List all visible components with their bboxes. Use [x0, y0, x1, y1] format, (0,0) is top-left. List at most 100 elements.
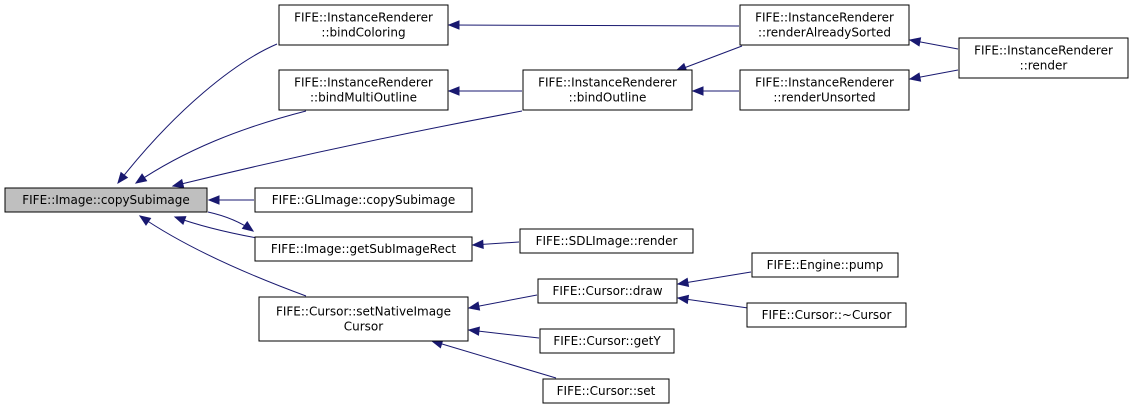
node-label: FIFE::Engine::pump: [767, 258, 884, 272]
edge-line: [675, 45, 743, 72]
node-bindColoring[interactable]: FIFE::InstanceRenderer::bindColoring: [278, 4, 449, 46]
node-box[interactable]: [746, 302, 907, 328]
node-label: FIFE::GLImage::copySubimage: [272, 193, 456, 207]
node-label: FIFE::InstanceRenderer: [538, 76, 677, 90]
node-box[interactable]: [739, 69, 910, 111]
arrowhead: [207, 195, 220, 205]
arrowhead: [676, 294, 690, 305]
edge-bindOutline-to-copySubimage: [171, 110, 523, 189]
node-copySubimage[interactable]: FIFE::Image::copySubimage: [4, 187, 208, 213]
node-render[interactable]: FIFE::InstanceRenderer::render: [958, 37, 1129, 79]
arrowhead: [447, 20, 460, 30]
node-box[interactable]: [278, 69, 449, 111]
arrowhead: [447, 86, 460, 96]
node-cursorGetY[interactable]: FIFE::Cursor::getY: [539, 328, 675, 354]
node-box[interactable]: [254, 187, 473, 213]
node-cursorDraw[interactable]: FIFE::Cursor::draw: [537, 278, 678, 304]
arrowhead: [467, 326, 480, 336]
arrowhead: [471, 239, 484, 250]
node-label: ::bindMultiOutline: [310, 91, 417, 105]
node-cursorDtor[interactable]: FIFE::Cursor::~Cursor: [746, 302, 907, 328]
edge-line: [135, 110, 307, 184]
node-box[interactable]: [537, 278, 678, 304]
edge-sdlRender-to-getSubImageRect: [471, 239, 520, 250]
edge-line: [468, 294, 538, 309]
node-label: FIFE::InstanceRenderer: [294, 11, 433, 25]
node-label: FIFE::Cursor::draw: [552, 284, 662, 298]
arrowhead: [117, 171, 129, 185]
edge-cursorGetY-to-setNativeImageCursor: [467, 326, 540, 339]
edge-line: [677, 271, 752, 285]
edge-copySubimage-to-getSubImageRect: [207, 211, 255, 232]
node-box[interactable]: [542, 378, 670, 404]
node-box[interactable]: [519, 228, 694, 254]
node-label: ::renderAlreadySorted: [758, 26, 891, 40]
arrowhead: [173, 216, 187, 226]
edge-setNativeImageCursor-to-copySubimage: [138, 215, 307, 297]
edge-bindMultiOutline-to-copySubimage: [134, 110, 307, 184]
node-label: ::bindOutline: [569, 91, 647, 105]
edge-glCopySubimage-to-copySubimage: [207, 195, 254, 205]
node-label: FIFE::Cursor::getY: [553, 334, 661, 348]
node-bindOutline[interactable]: FIFE::InstanceRenderer::bindOutline: [522, 69, 693, 111]
node-label: ::renderUnsorted: [773, 91, 875, 105]
node-label: FIFE::InstanceRenderer: [974, 44, 1113, 58]
node-label: FIFE::Cursor::set: [557, 384, 656, 398]
node-box[interactable]: [258, 296, 469, 342]
edge-enginePump-to-cursorDraw: [676, 271, 752, 287]
node-box[interactable]: [539, 328, 675, 354]
arrowhead: [908, 37, 922, 47]
edges-layer: [117, 20, 959, 379]
node-glCopySubimage[interactable]: FIFE::GLImage::copySubimage: [254, 187, 473, 213]
node-label: FIFE::SDLImage::render: [536, 234, 678, 248]
node-label: FIFE::Image::copySubimage: [22, 193, 190, 207]
node-renderAlreadySorted[interactable]: FIFE::InstanceRenderer::renderAlreadySor…: [739, 4, 910, 46]
edge-render-to-renderUnsorted: [908, 69, 959, 82]
node-label: ::render: [1020, 59, 1068, 73]
edge-line: [677, 297, 749, 309]
edge-renderUnsorted-to-bindOutline: [691, 86, 739, 96]
node-label: FIFE::InstanceRenderer: [755, 76, 894, 90]
node-label: FIFE::Cursor::setNativeImage: [276, 305, 451, 319]
edge-renderAlreadySorted-to-bindOutline: [674, 45, 743, 72]
edge-render-to-renderAlreadySorted: [908, 37, 959, 50]
node-enginePump[interactable]: FIFE::Engine::pump: [751, 252, 899, 278]
node-label: FIFE::InstanceRenderer: [294, 76, 433, 90]
node-bindMultiOutline[interactable]: FIFE::InstanceRenderer::bindMultiOutline: [278, 69, 449, 111]
edge-line: [448, 24, 740, 27]
edge-getSubImageRect-to-copySubimage: [173, 216, 258, 239]
node-box[interactable]: [958, 37, 1129, 79]
node-cursorSet[interactable]: FIFE::Cursor::set: [542, 378, 670, 404]
node-box[interactable]: [751, 252, 899, 278]
node-label: FIFE::Cursor::~Cursor: [762, 308, 892, 322]
arrowhead: [908, 72, 922, 82]
arrowhead: [676, 277, 690, 287]
edge-line: [172, 110, 523, 187]
edge-line: [431, 340, 557, 379]
edge-cursorDraw-to-setNativeImageCursor: [467, 294, 538, 311]
node-getSubImageRect[interactable]: FIFE::Image::getSubImageRect: [254, 236, 473, 262]
node-label: ::bindColoring: [321, 26, 405, 40]
edge-line: [139, 215, 307, 297]
edge-cursorSet-to-setNativeImageCursor: [430, 339, 557, 379]
arrowhead: [138, 215, 152, 226]
node-sdlRender[interactable]: FIFE::SDLImage::render: [519, 228, 694, 254]
edge-cursorDtor-to-cursorDraw: [676, 294, 749, 309]
edge-renderAlreadySorted-to-bindColoring: [447, 20, 740, 30]
node-box[interactable]: [4, 187, 208, 213]
arrowhead: [134, 173, 148, 184]
node-label: FIFE::InstanceRenderer: [755, 11, 894, 25]
node-box[interactable]: [278, 4, 449, 46]
edge-bindColoring-to-copySubimage: [117, 43, 278, 185]
node-label: FIFE::Image::getSubImageRect: [271, 242, 457, 256]
arrowhead: [171, 178, 185, 189]
node-box[interactable]: [522, 69, 693, 111]
edge-line: [117, 43, 278, 184]
node-box[interactable]: [254, 236, 473, 262]
nodes-layer: FIFE::Image::copySubimage FIFE::InstanceR…: [4, 4, 1129, 404]
node-label: Cursor: [344, 320, 384, 334]
node-box[interactable]: [739, 4, 910, 46]
node-renderUnsorted[interactable]: FIFE::InstanceRenderer::renderUnsorted: [739, 69, 910, 111]
